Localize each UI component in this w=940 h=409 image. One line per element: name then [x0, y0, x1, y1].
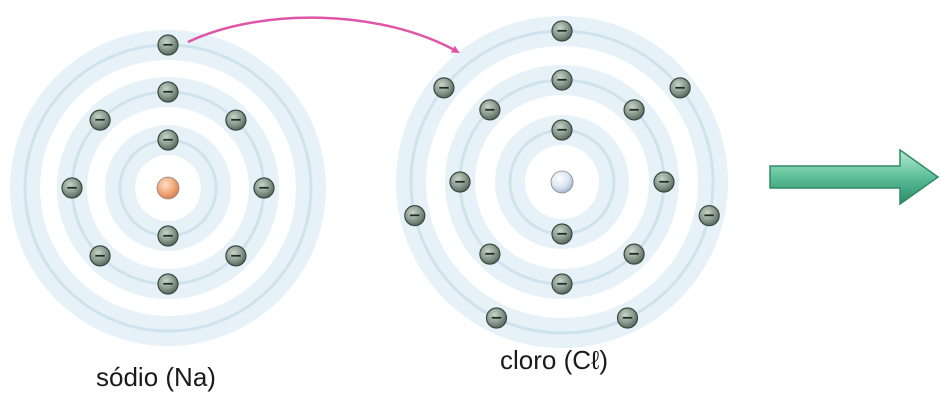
electron: − [157, 273, 179, 295]
electron: − [551, 273, 573, 295]
electron: − [449, 171, 471, 193]
nucleus [550, 170, 574, 194]
electron: − [551, 20, 573, 42]
electron: − [479, 99, 501, 121]
electron: − [551, 223, 573, 245]
electron: − [653, 171, 675, 193]
electron-charge: − [162, 36, 175, 54]
electron-charge: − [628, 100, 641, 118]
electron: − [157, 129, 179, 151]
electron-charge: − [556, 121, 569, 139]
sodium-atom: − − − − − − − − − − − [10, 30, 326, 346]
electron-charge: − [162, 227, 175, 245]
electron-charge: − [484, 100, 497, 118]
electron-charge: − [230, 246, 243, 264]
reaction-arrow [769, 148, 940, 206]
electron: − [551, 69, 573, 91]
electron-charge: − [621, 309, 634, 327]
electron-charge: − [484, 245, 497, 263]
electron-transfer-arrow [187, 16, 460, 54]
electron: − [404, 205, 426, 227]
electron: − [225, 245, 247, 267]
electron: − [485, 307, 508, 329]
electron-charge: − [230, 111, 243, 129]
electron-charge: − [556, 275, 569, 293]
electron: − [225, 109, 247, 131]
electron-charge: − [674, 78, 687, 96]
electron: − [253, 177, 275, 199]
electron-charge: − [94, 111, 107, 129]
electron-charge: − [409, 206, 422, 224]
electron-charge: − [658, 173, 671, 191]
chlorine-label: cloro (Cℓ) [500, 345, 609, 375]
electron-charge: − [94, 246, 107, 264]
electron: − [433, 77, 455, 99]
electron-charge: − [454, 173, 467, 191]
electron: − [698, 205, 720, 227]
electron: − [89, 245, 111, 267]
chlorine-atom: − − − − − − − − − − − − − − − − − [396, 16, 728, 348]
electron: − [157, 34, 179, 56]
electron-charge: − [628, 245, 641, 263]
electron-charge: − [490, 309, 503, 327]
electron-charge: − [162, 83, 175, 101]
sodium-label: sódio (Na) [96, 362, 216, 392]
electron: − [551, 119, 573, 141]
electron-charge: − [162, 275, 175, 293]
electron: − [616, 307, 639, 329]
electron-charge: − [162, 131, 175, 149]
electron: − [61, 177, 83, 199]
electron: − [479, 243, 501, 265]
nucleus [156, 176, 180, 200]
electron-charge: − [556, 71, 569, 89]
electron: − [669, 77, 691, 99]
electron: − [89, 109, 111, 131]
electron-charge: − [556, 22, 569, 40]
electron-charge: − [258, 179, 271, 197]
electron-charge: − [703, 206, 716, 224]
electron: − [157, 225, 179, 247]
electron-charge: − [66, 179, 79, 197]
electron: − [623, 99, 645, 121]
electron-charge: − [556, 225, 569, 243]
electron: − [157, 81, 179, 103]
electron-charge: − [438, 78, 451, 96]
electron: − [623, 243, 645, 265]
